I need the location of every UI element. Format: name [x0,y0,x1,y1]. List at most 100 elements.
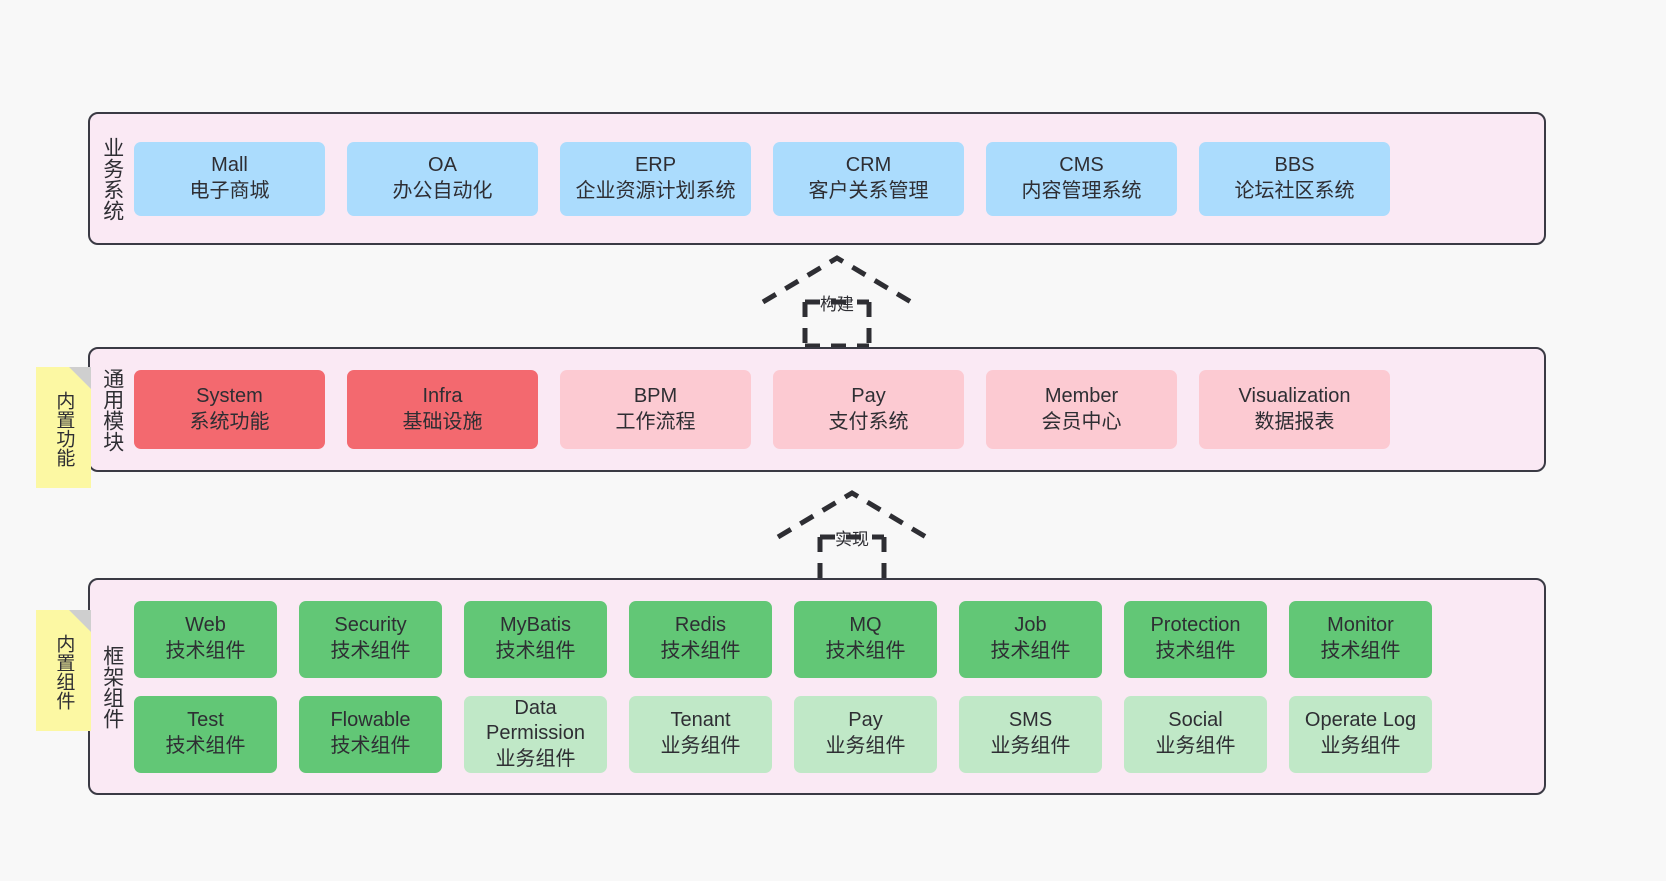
card-sms[interactable]: SMS 业务组件 [959,695,1102,773]
sticky-note-builtin-function-label: 内置功能 [53,390,75,467]
connector-implement: 实现 [772,487,932,583]
card-infra-en: Infra [422,384,463,407]
card-oa-en: OA [428,153,457,176]
card-crm-en: CRM [845,153,892,176]
connector-implement-label: 实现 [835,530,869,549]
modules-card-row: System 系统功能 Infra 基础设施 BPM 工作流程 Pay 支付系统… [134,370,1534,449]
card-member[interactable]: Member 会员中心 [986,370,1177,449]
card-bpm-cn: 工作流程 [615,410,696,433]
card-visualization[interactable]: Visualization 数据报表 [1199,370,1390,449]
card-operate-log-en: Operate Log [1304,709,1417,732]
card-mall-en: Mall [211,153,248,176]
card-pay-component-en: Pay [848,709,883,732]
card-crm[interactable]: CRM 客户关系管理 [773,141,964,216]
card-tenant[interactable]: Tenant 业务组件 [629,695,772,773]
card-test-cn: 技术组件 [165,735,246,757]
layer-framework-components-title: 框架组件 [100,644,124,729]
sticky-note-builtin-component: 内置组件 [36,610,91,731]
card-data-permission-en: Data Permission [486,696,585,745]
card-sms-en: SMS [1008,709,1053,732]
card-job-cn: 技术组件 [990,640,1071,662]
layer-common-modules-body: System 系统功能 Infra 基础设施 BPM 工作流程 Pay 支付系统… [134,349,1544,470]
card-web-cn: 技术组件 [165,640,246,662]
card-infra-cn: 基础设施 [402,410,483,433]
card-member-en: Member [1044,384,1119,407]
card-monitor-cn: 技术组件 [1320,640,1401,662]
card-pay-component-cn: 业务组件 [825,735,906,757]
card-mq-en: MQ [849,614,882,637]
card-protection[interactable]: Protection 技术组件 [1124,600,1267,678]
card-test[interactable]: Test 技术组件 [134,695,277,773]
card-oa[interactable]: OA 办公自动化 [347,141,538,216]
card-protection-en: Protection [1150,614,1241,637]
card-monitor[interactable]: Monitor 技术组件 [1289,600,1432,678]
card-sms-cn: 业务组件 [990,735,1071,757]
card-redis[interactable]: Redis 技术组件 [629,600,772,678]
card-tenant-en: Tenant [670,709,731,732]
card-oa-cn: 办公自动化 [392,179,493,202]
layer-common-modules: 通用模块 System 系统功能 Infra 基础设施 BPM 工作流程 Pay… [88,347,1546,472]
card-mybatis-cn: 技术组件 [495,640,576,662]
card-monitor-en: Monitor [1327,614,1394,637]
card-security[interactable]: Security 技术组件 [299,600,442,678]
card-erp-en: ERP [634,153,677,176]
card-flowable[interactable]: Flowable 技术组件 [299,695,442,773]
framework-business-row: Test 技术组件 Flowable 技术组件 Data Permission … [134,695,1534,773]
card-bbs[interactable]: BBS 论坛社区系统 [1199,141,1390,216]
card-system-cn: 系统功能 [189,410,270,433]
card-security-cn: 技术组件 [330,640,411,662]
framework-tech-row: Web 技术组件 Security 技术组件 MyBatis 技术组件 Redi… [134,600,1534,678]
card-cms-cn: 内容管理系统 [1021,179,1142,202]
card-system-en: System [196,384,263,407]
card-flowable-en: Flowable [330,709,411,732]
card-pay-module-en: Pay [851,384,886,407]
card-cms[interactable]: CMS 内容管理系统 [986,141,1177,216]
card-operate-log-cn: 业务组件 [1320,735,1401,757]
card-social[interactable]: Social 业务组件 [1124,695,1267,773]
card-visualization-cn: 数据报表 [1254,410,1335,433]
card-bpm[interactable]: BPM 工作流程 [560,370,751,449]
card-erp[interactable]: ERP 企业资源计划系统 [560,141,751,216]
card-mybatis[interactable]: MyBatis 技术组件 [464,600,607,678]
card-mq[interactable]: MQ 技术组件 [794,600,937,678]
card-web[interactable]: Web 技术组件 [134,600,277,678]
card-operate-log[interactable]: Operate Log 业务组件 [1289,695,1432,773]
layer-framework-components-body: Web 技术组件 Security 技术组件 MyBatis 技术组件 Redi… [134,580,1544,793]
card-data-permission[interactable]: Data Permission 业务组件 [464,695,607,773]
card-cms-en: CMS [1059,153,1104,176]
connector-implement-arrow [776,490,928,583]
card-web-en: Web [185,614,226,637]
card-mall[interactable]: Mall 电子商城 [134,141,325,216]
layer-common-modules-title: 通用模块 [100,367,124,452]
card-redis-en: Redis [674,614,727,637]
card-job[interactable]: Job 技术组件 [959,600,1102,678]
card-pay-module-cn: 支付系统 [828,410,909,433]
card-protection-cn: 技术组件 [1155,640,1236,662]
card-social-en: Social [1168,709,1223,732]
card-pay-module[interactable]: Pay 支付系统 [773,370,964,449]
connector-build-arrow [761,255,913,348]
sticky-note-builtin-component-label: 内置组件 [53,633,75,710]
layer-business-systems-body: Mall 电子商城 OA 办公自动化 ERP 企业资源计划系统 CRM 客户关系… [134,114,1544,243]
card-member-cn: 会员中心 [1041,410,1122,433]
card-bbs-en: BBS [1274,153,1315,176]
card-redis-cn: 技术组件 [660,640,741,662]
connector-build: 构建 [757,252,917,348]
card-test-en: Test [187,709,224,732]
card-pay-component[interactable]: Pay 业务组件 [794,695,937,773]
connector-build-label: 构建 [820,295,854,314]
card-social-cn: 业务组件 [1155,735,1236,757]
layer-business-systems: 业务系统 Mall 电子商城 OA 办公自动化 ERP 企业资源计划系统 CRM… [88,112,1546,245]
card-bpm-en: BPM [633,384,678,407]
card-system[interactable]: System 系统功能 [134,370,325,449]
layer-business-systems-title: 业务系统 [100,136,124,221]
card-mq-cn: 技术组件 [825,640,906,662]
card-bbs-cn: 论坛社区系统 [1234,179,1355,202]
card-data-permission-cn: 业务组件 [495,747,576,770]
business-card-row: Mall 电子商城 OA 办公自动化 ERP 企业资源计划系统 CRM 客户关系… [134,141,1534,216]
card-visualization-en: Visualization [1238,384,1351,407]
card-security-en: Security [334,614,407,637]
card-flowable-cn: 技术组件 [330,735,411,757]
card-infra[interactable]: Infra 基础设施 [347,370,538,449]
card-mybatis-en: MyBatis [499,614,572,637]
